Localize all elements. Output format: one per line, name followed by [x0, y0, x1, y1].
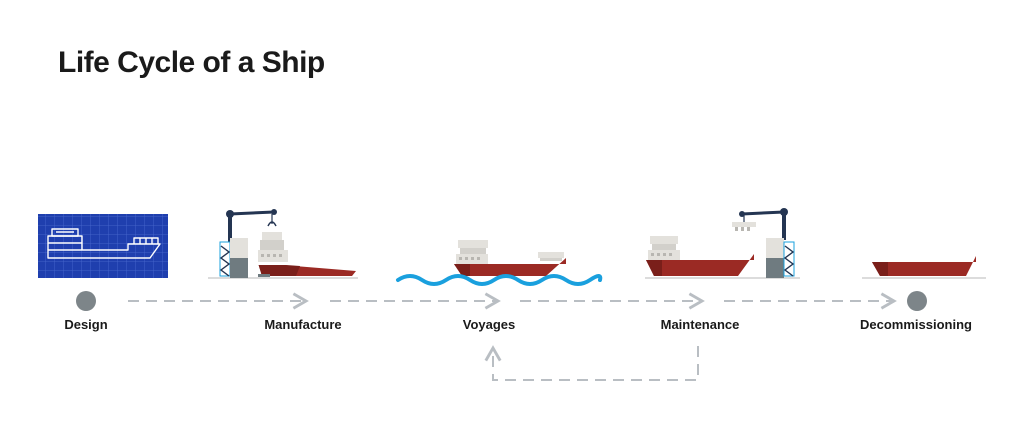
- page-title: Life Cycle of a Ship: [58, 46, 325, 79]
- end-node: [907, 291, 927, 311]
- maintenance-ship-icon: [645, 208, 800, 279]
- voyages-ship-icon: [396, 240, 603, 286]
- timeline-flow: [76, 291, 927, 381]
- stage-label-voyages: Voyages: [463, 317, 516, 332]
- stage-label-maintenance: Maintenance: [661, 317, 740, 332]
- stage-label-design: Design: [64, 317, 107, 332]
- start-node: [76, 291, 96, 311]
- decommissioning-hull-icon: [862, 256, 986, 279]
- design-blueprint-icon: [38, 214, 168, 278]
- stage-label-decommissioning: Decommissioning: [860, 317, 972, 332]
- loop-arrow: [484, 345, 699, 381]
- manufacture-ship-icon: [208, 209, 358, 279]
- stage-label-manufacture: Manufacture: [264, 317, 341, 332]
